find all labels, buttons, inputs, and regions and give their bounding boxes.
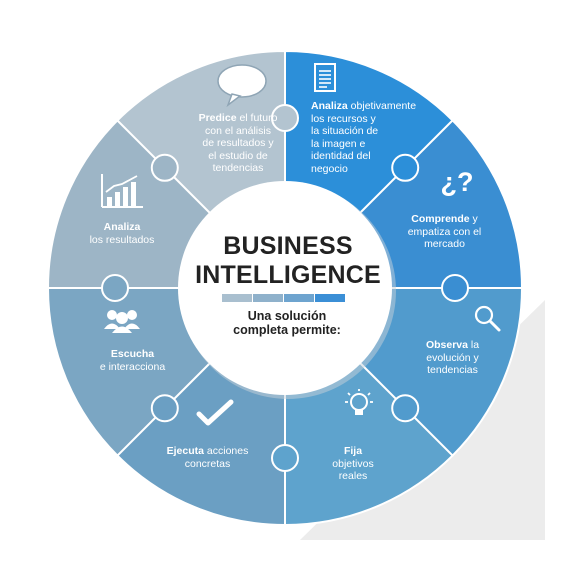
comprende-text1: y: [469, 213, 478, 225]
puzzle-tab: [101, 274, 129, 302]
center-title-line1: BUSINESS: [223, 232, 353, 260]
question-marks-icon: ¿?: [440, 167, 474, 197]
puzzle-tab: [391, 394, 420, 423]
analiza-obj-line: identidad del: [311, 150, 371, 162]
center-disc: [178, 181, 392, 395]
comprende-bold: Comprende: [411, 213, 470, 225]
bar-chart-icon: [101, 174, 143, 208]
comprende-line: empatiza con el: [407, 225, 482, 238]
speech-bubble-icon: [217, 64, 267, 108]
ejecuta-line: concretas: [184, 457, 231, 470]
magnifier-icon: [474, 305, 501, 332]
segment-escucha-text: Escucha e interacciona: [80, 348, 185, 373]
center-title: BUSINESS INTELLIGENCE: [183, 232, 393, 290]
segment-ejecuta-text: Ejecuta acciones concretas: [150, 445, 265, 470]
analiza-obj-line: la situación de: [311, 125, 379, 137]
fija-line: reales: [338, 470, 368, 482]
center-title-line2: INTELLIGENCE: [195, 261, 381, 289]
analiza-obj-line: la imagen e: [311, 137, 366, 150]
observa-bold: Observa: [425, 339, 468, 351]
segment-comprende-text: Comprende y empatiza con el mercado: [392, 213, 497, 251]
center-bar-segment: [253, 294, 283, 302]
predice-bold: Predice: [198, 112, 237, 124]
center-bar-segment: [284, 294, 314, 302]
predice-line: con el análisis: [205, 124, 271, 137]
observa-line: evolución y: [426, 351, 479, 364]
fija-line: objetivos: [332, 457, 374, 470]
center-subtitle-line2: completa permite:: [233, 323, 341, 337]
analiza-res-line: los resultados: [89, 233, 155, 246]
segment-analiza-resultados-text: Analiza los resultados: [72, 221, 172, 246]
checkmark-icon: [196, 399, 234, 426]
center-subtitle: Una solución completa permite:: [212, 309, 362, 337]
segment-observa-text: Observa la evolución y tendencias: [405, 339, 500, 377]
escucha-bold: Escucha: [110, 348, 155, 360]
observa-text1: la: [467, 339, 480, 351]
puzzle-tab: [271, 444, 299, 472]
segment-predice-text: Predice el futuro con el análisis de res…: [183, 112, 293, 175]
fija-bold: Fija: [343, 445, 363, 457]
predice-line: tendencias: [212, 162, 264, 174]
analiza-res-bold: Analiza: [103, 221, 141, 233]
puzzle-tab: [441, 274, 469, 302]
center-bar-segment: [222, 294, 252, 302]
puzzle-tab: [150, 394, 179, 423]
analiza-obj-line: los recursos y: [311, 112, 376, 125]
observa-line: tendencias: [427, 364, 478, 376]
predice-line: de resultados y: [202, 137, 274, 149]
analiza-obj-text1: objetivamente: [347, 100, 417, 112]
puzzle-tab: [271, 104, 299, 132]
ejecuta-bold: Ejecuta: [166, 445, 204, 457]
segment-fija-text: Fija objetivos reales: [318, 445, 388, 483]
predice-text1: el futuro: [236, 112, 278, 124]
puzzle-tab: [150, 153, 179, 182]
center-bar-segment: [315, 294, 345, 302]
segment-analiza-objetivamente-text: Analiza objetivamente los recursos y la …: [311, 100, 436, 175]
people-icon: [104, 310, 140, 333]
comprende-line: mercado: [424, 238, 465, 250]
puzzle-tab: [391, 153, 420, 182]
lightbulb-icon: [345, 389, 373, 415]
escucha-line: e interacciona: [99, 360, 166, 373]
center-color-bar: [222, 294, 345, 302]
predice-line: el estudio de: [208, 149, 268, 162]
analiza-obj-line: negocio: [311, 162, 348, 175]
center-subtitle-line1: Una solución: [247, 309, 327, 323]
analiza-obj-bold: Analiza: [311, 100, 348, 112]
document-icon: [314, 63, 336, 92]
ejecuta-text1: acciones: [204, 445, 249, 457]
